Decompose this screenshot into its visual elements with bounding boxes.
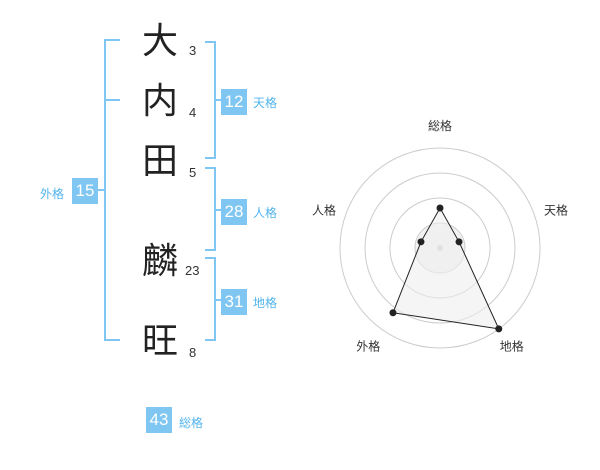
name-char-1: 大 xyxy=(141,21,178,62)
radar-axis-label-1: 総格 xyxy=(428,118,452,133)
stroke-count-2: 4 xyxy=(189,105,197,120)
radar-point-4 xyxy=(389,309,397,317)
gaikaku-badge: 15 xyxy=(72,178,98,204)
tenkaku-label: 天格 xyxy=(253,96,278,110)
chikaku-bracket xyxy=(205,257,221,341)
jinkaku-bracket xyxy=(205,167,221,251)
stroke-count-4: 23 xyxy=(185,263,200,278)
soukaku-badge: 43 xyxy=(146,407,172,433)
jinkaku-badge: 28 xyxy=(221,199,247,225)
name-char-5: 旺 xyxy=(141,321,178,362)
chikaku-badge: 31 xyxy=(221,289,247,315)
radar-shape xyxy=(392,206,500,330)
name-char-2: 内 xyxy=(141,81,178,122)
radar-axis-label-4: 外格 xyxy=(356,339,380,354)
radar-point-3 xyxy=(495,325,503,333)
gaikaku-label: 外格 xyxy=(40,187,65,201)
soukaku-label: 総格 xyxy=(179,416,204,430)
gaikaku-bracket xyxy=(97,39,120,341)
tenkaku-badge: 12 xyxy=(221,89,247,115)
radar-point-2 xyxy=(455,238,463,246)
chikaku-label: 地格 xyxy=(253,296,278,310)
radar-axis-label-3: 地格 xyxy=(500,339,524,354)
name-char-4: 麟 xyxy=(141,241,178,282)
radar-points xyxy=(389,204,503,333)
radar-axis-label-2: 天格 xyxy=(544,202,568,217)
radar-point-1 xyxy=(436,204,444,212)
stroke-count-1: 3 xyxy=(189,43,197,58)
stroke-count-3: 5 xyxy=(189,165,197,180)
tenkaku-bracket xyxy=(205,41,221,159)
name-char-3: 田 xyxy=(141,141,178,182)
radar-axis-label-5: 人格 xyxy=(312,202,336,217)
stroke-count-5: 8 xyxy=(189,345,197,360)
radar-polygon xyxy=(392,206,500,330)
radar-point-5 xyxy=(417,238,425,246)
jinkaku-label: 人格 xyxy=(253,206,278,220)
